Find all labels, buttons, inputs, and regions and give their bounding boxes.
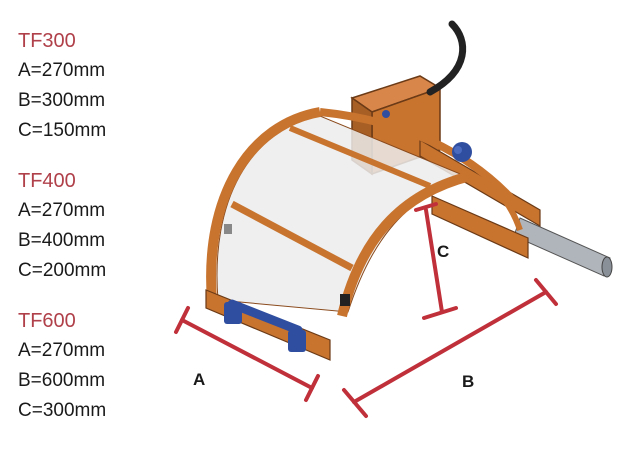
spec-a: A=270mm [18, 340, 106, 361]
spec-c: C=200mm [18, 260, 107, 281]
spec-c: C=150mm [18, 120, 107, 141]
clip [340, 294, 350, 306]
model-name: TF600 [18, 310, 76, 332]
model-tf300: TF300 A=270mm B=300mm C=150mm [18, 26, 188, 146]
spec-panel: TF300 A=270mm B=300mm C=150mm TF400 A=27… [18, 26, 188, 446]
dimension-b-label: B [462, 372, 475, 391]
spec-c: C=300mm [18, 400, 107, 421]
blue-knob-icon [452, 142, 472, 162]
spec-b: B=400mm [18, 230, 106, 251]
dimension-c-label: C [437, 242, 450, 261]
mid-arch [469, 173, 523, 231]
clip-2 [224, 224, 232, 234]
spec-a: A=270mm [18, 60, 106, 81]
model-tf600: TF600 A=270mm B=600mm C=300mm [18, 306, 188, 426]
cable [426, 20, 467, 96]
model-name: TF400 [18, 170, 76, 192]
rear-arch [337, 171, 472, 318]
cross-bar-2 [288, 125, 432, 189]
side-rail [419, 138, 541, 259]
dimension-a [174, 306, 320, 402]
cross-bar-1 [230, 200, 354, 272]
dimension-c [414, 202, 458, 320]
spec-a: A=270mm [18, 200, 106, 221]
model-name: TF300 [18, 30, 76, 52]
dimension-a-label: A [193, 370, 206, 389]
far-arch [319, 108, 524, 211]
model-tf400: TF400 A=270mm B=400mm C=200mm [18, 166, 188, 286]
arched-panel [216, 115, 472, 313]
dimension-b [342, 278, 558, 418]
front-arch [206, 107, 321, 301]
spec-b: B=300mm [18, 90, 106, 111]
handle-icon [224, 299, 306, 352]
spec-b: B=600mm [18, 370, 106, 391]
rod [513, 217, 613, 278]
